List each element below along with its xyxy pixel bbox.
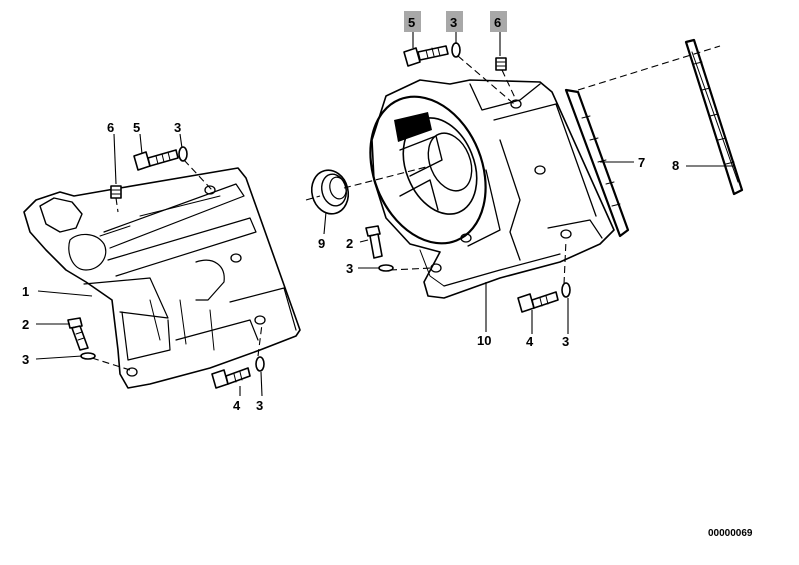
washer-icon [255, 356, 265, 372]
gasket-8 [684, 38, 744, 196]
bolt-icon [67, 317, 89, 351]
callout-5[interactable]: 5 [133, 120, 140, 135]
leader-lines [35, 30, 734, 397]
bolt-icon [133, 149, 179, 171]
washer-icon [178, 146, 188, 162]
callout-4[interactable]: 4 [526, 334, 534, 349]
bolt-icon [365, 225, 383, 259]
callout-3[interactable]: 3 [562, 334, 569, 349]
callout-highlight-5 [404, 11, 421, 32]
dowel-pin-icon [110, 185, 122, 199]
callout-3[interactable]: 3 [174, 120, 181, 135]
callout-labels: 1 2 3 6 5 3 4 3 5 3 6 7 8 9 2 3 10 4 3 [22, 11, 679, 413]
bolt-icon [403, 45, 449, 67]
seal-9 [310, 169, 350, 215]
reference-number: 00000069 [708, 528, 753, 539]
callout-8[interactable]: 8 [672, 158, 679, 173]
callout-highlight-6 [490, 11, 507, 32]
washer-icon [451, 42, 461, 58]
bolt-icon [211, 367, 251, 389]
callout-9[interactable]: 9 [318, 236, 325, 251]
left-fasteners [67, 146, 265, 389]
callout-10[interactable]: 10 [477, 333, 491, 348]
alignment-lines [91, 45, 721, 371]
right-fasteners [365, 42, 571, 313]
callout-2[interactable]: 2 [22, 317, 29, 332]
callout-6[interactable]: 6 [494, 15, 501, 30]
callout-3[interactable]: 3 [450, 15, 457, 30]
left-timing-cover [23, 167, 301, 389]
right-timing-housing [369, 79, 615, 299]
callout-3[interactable]: 3 [22, 352, 29, 367]
gasket-7 [564, 88, 630, 238]
callout-6[interactable]: 6 [107, 120, 114, 135]
callout-3[interactable]: 3 [346, 261, 353, 276]
callout-3[interactable]: 3 [256, 398, 263, 413]
callout-7[interactable]: 7 [638, 155, 645, 170]
callout-2[interactable]: 2 [346, 236, 353, 251]
washer-icon [561, 282, 571, 298]
callout-5[interactable]: 5 [408, 15, 415, 30]
bolt-icon [517, 291, 559, 313]
callout-1[interactable]: 1 [22, 284, 29, 299]
callout-highlight-3 [446, 11, 463, 32]
dowel-pin-icon [495, 57, 507, 71]
callout-4[interactable]: 4 [233, 398, 241, 413]
